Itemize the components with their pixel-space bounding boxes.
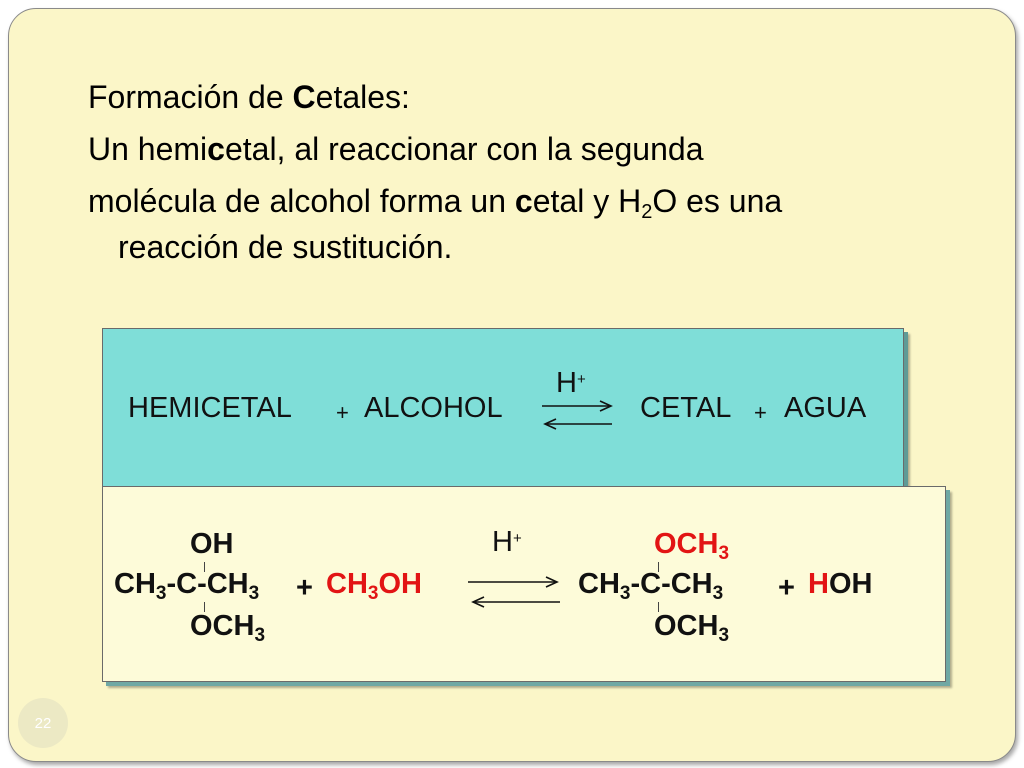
general-catalyst: H+ — [556, 367, 586, 399]
bond-line — [204, 602, 205, 612]
product-och3-top-group: OCH3 — [654, 528, 730, 564]
general-reaction-box — [102, 328, 904, 488]
body-line-4: reacción de sustitución. — [118, 229, 453, 265]
product-cetal-chain: CH3-C-CH3 — [578, 568, 724, 604]
equilibrium-arrows-icon — [542, 400, 613, 430]
reactant-och3-group: OCH3 — [190, 610, 266, 646]
general-plus-1: + — [336, 400, 349, 425]
specific-plus-2: + — [778, 572, 795, 604]
body-line-3: molécula de alcohol forma un cetal y H2O… — [88, 183, 783, 223]
title-line: Formación de Cetales: — [88, 79, 410, 115]
general-plus-2: + — [754, 400, 767, 425]
body-line-2: Un hemicetal, al reaccionar con la segun… — [88, 131, 704, 167]
general-reactant-hemicetal: HEMICETAL — [128, 392, 292, 424]
general-product-cetal: CETAL — [640, 392, 732, 424]
reactant-hemicetal-chain: CH3-C-CH3 — [114, 568, 260, 604]
bond-line — [204, 562, 205, 572]
specific-catalyst: H+ — [492, 526, 522, 558]
general-product-agua: AGUA — [784, 392, 867, 424]
slide-number: 22 — [18, 698, 68, 748]
general-reactant-alcohol: ALCOHOL — [364, 392, 503, 424]
bond-line — [658, 562, 659, 572]
methanol-formula: CH3OH — [326, 568, 422, 604]
product-och3-bottom-group: OCH3 — [654, 610, 730, 646]
specific-reaction-box — [102, 486, 946, 682]
water-formula: HOH — [808, 568, 873, 600]
specific-plus-1: + — [296, 572, 313, 604]
equilibrium-arrows-icon — [468, 576, 560, 608]
reactant-oh-group: OH — [190, 528, 234, 560]
bond-line — [658, 602, 659, 612]
